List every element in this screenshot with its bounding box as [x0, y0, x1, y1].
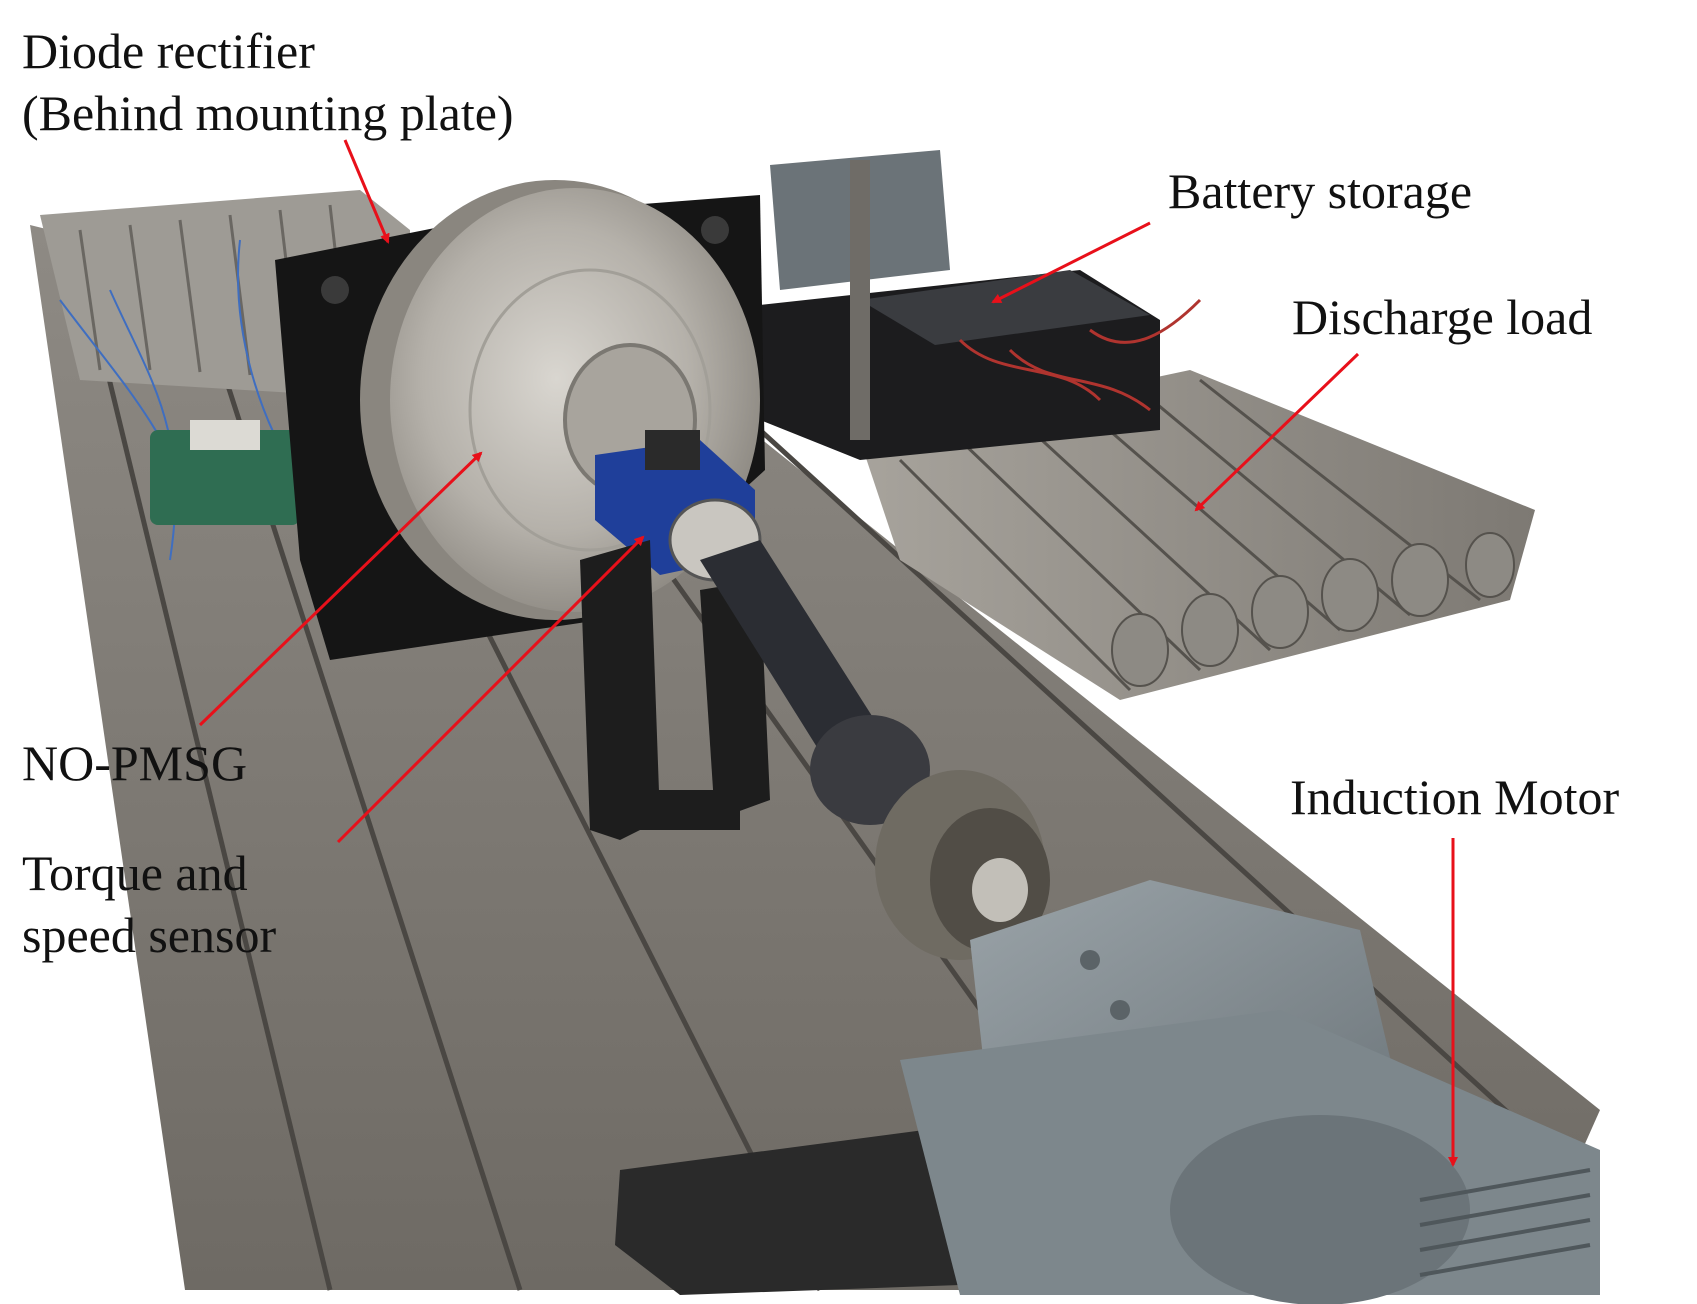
callout-arrows	[198, 139, 1458, 1167]
arrow-torque-sensor	[336, 535, 645, 844]
arrow-no-pmsg	[198, 451, 483, 727]
label-torque-sensor: Torque and speed sensor	[22, 842, 276, 966]
label-diode-rectifier-line2: (Behind mounting plate)	[22, 85, 514, 141]
label-battery-storage: Battery storage	[1168, 163, 1473, 219]
battery-storage-pack	[760, 150, 1202, 460]
induction-motor-body	[615, 880, 1600, 1304]
arrow-discharge-load	[1194, 352, 1360, 512]
label-induction-motor: Induction Motor	[1290, 769, 1620, 825]
label-discharge-load: Discharge load	[1292, 289, 1593, 345]
drive-shaft-coupling	[700, 540, 1050, 960]
label-torque-sensor-line1: Torque and	[22, 845, 248, 901]
label-torque-sensor-line2: speed sensor	[22, 907, 277, 963]
arrow-diode-rectifier	[343, 139, 390, 244]
label-diode-rectifier: Diode rectifier (Behind mounting plate)	[22, 20, 514, 144]
discharge-load-resistors	[860, 370, 1535, 700]
label-no-pmsg: NO-PMSG	[22, 735, 248, 791]
arrow-battery-storage	[991, 221, 1151, 304]
label-diode-rectifier-line1: Diode rectifier	[22, 23, 315, 79]
